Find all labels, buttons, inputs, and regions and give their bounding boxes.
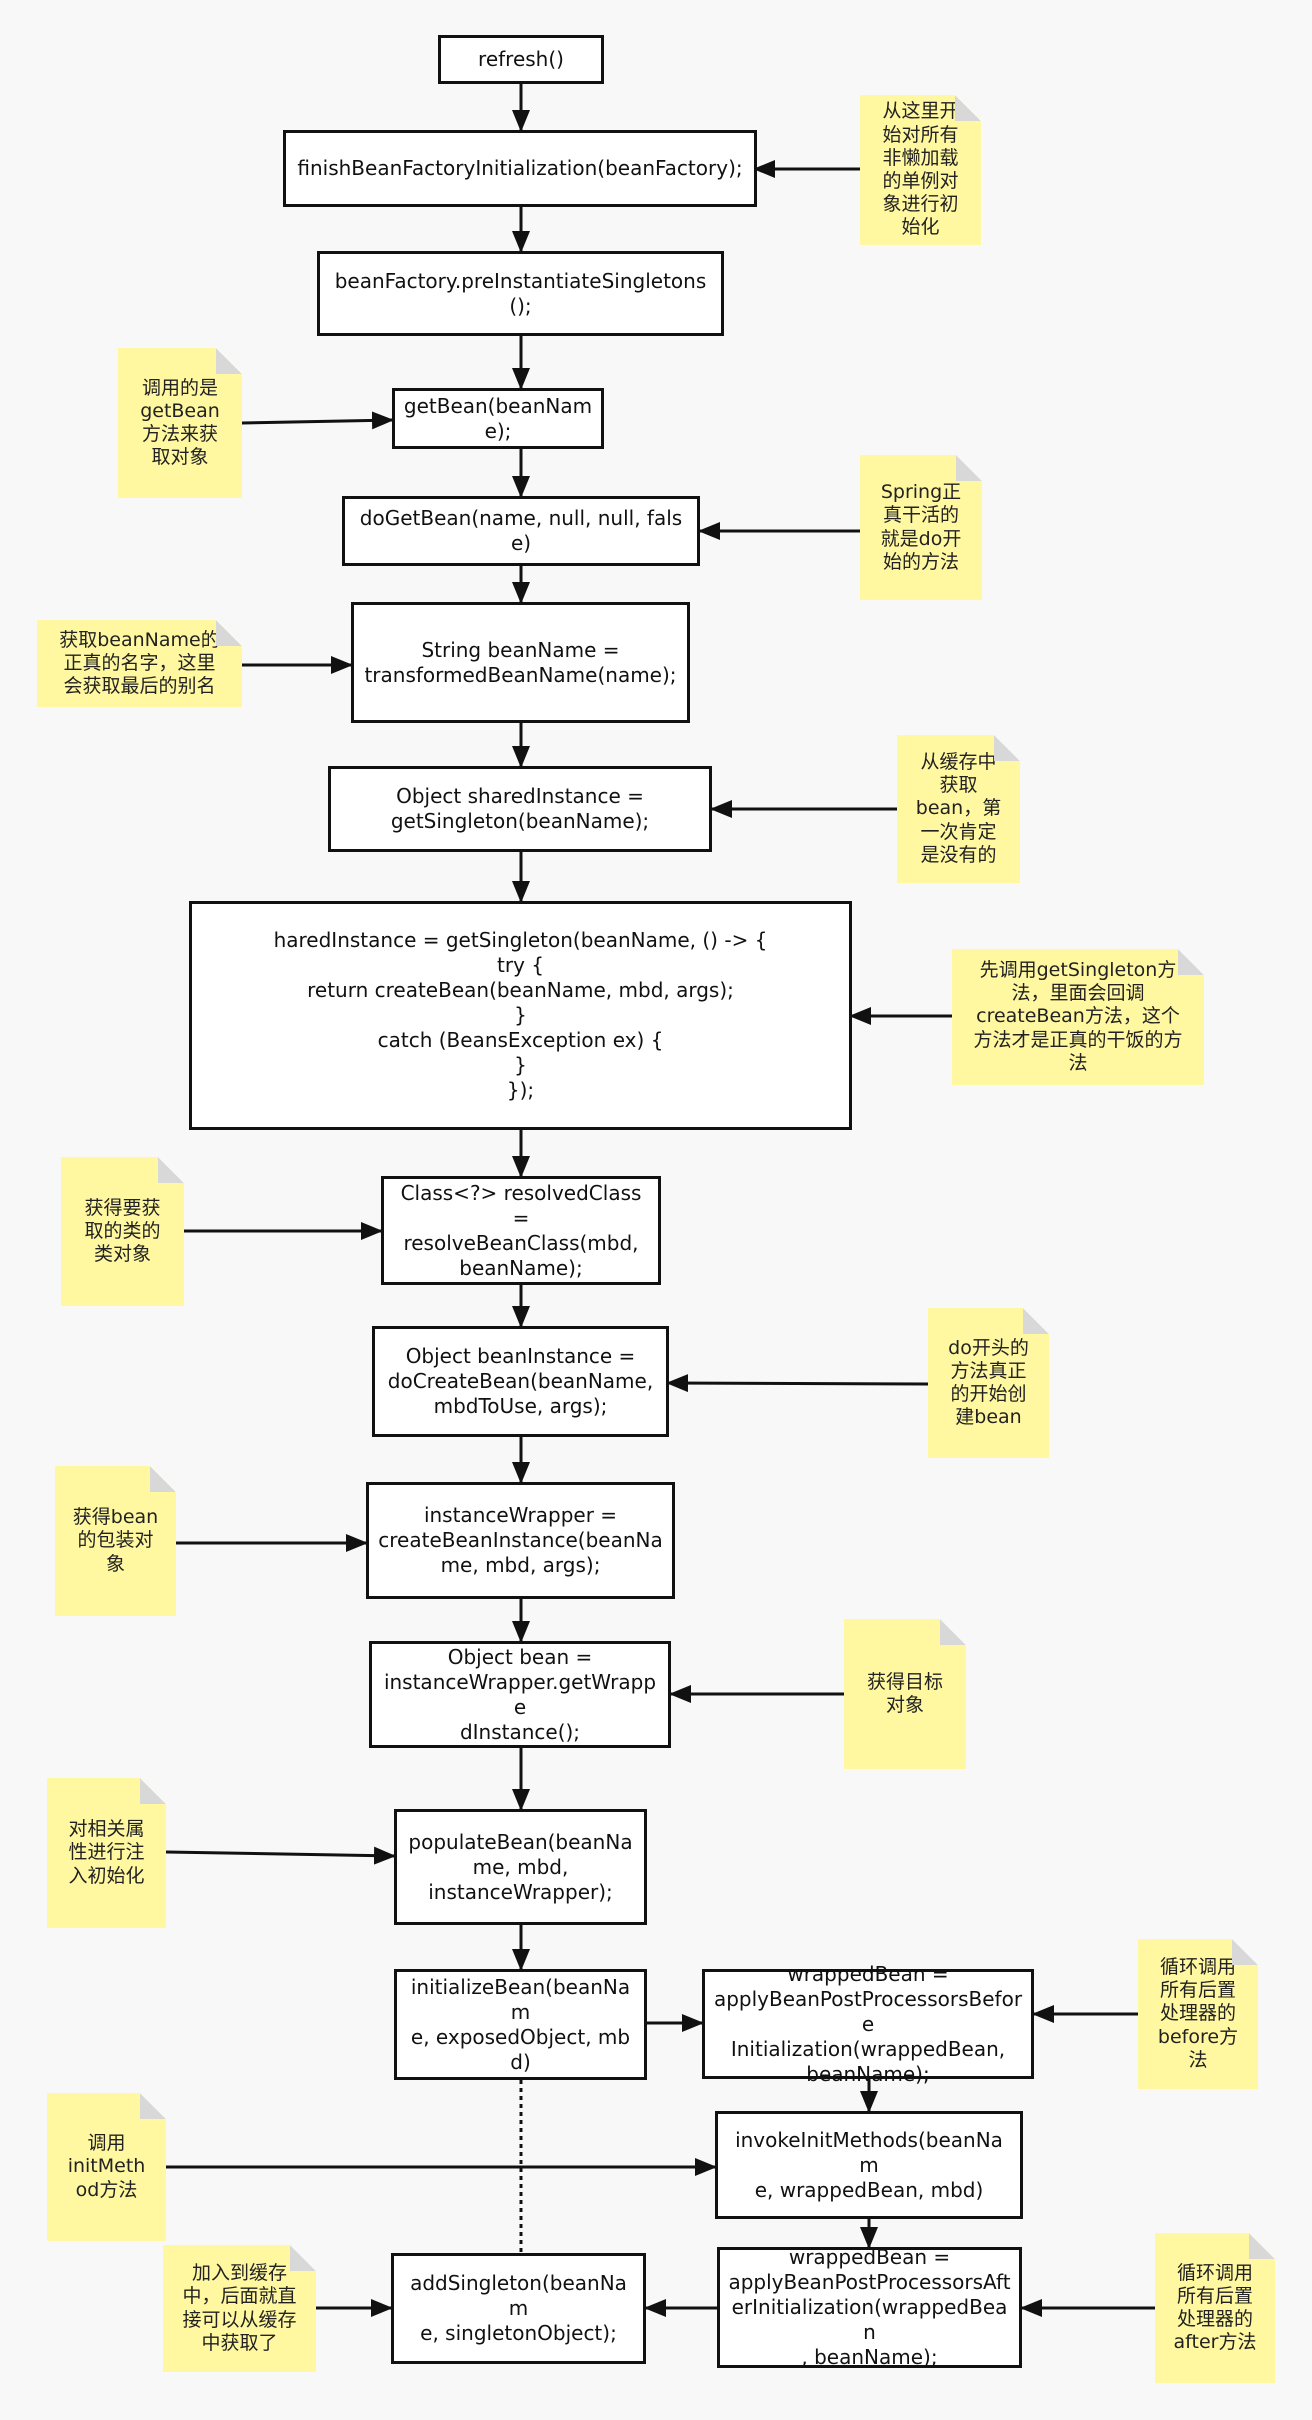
note-do-create: do开头的 方法真正 的开始创 建bean [928,1308,1049,1458]
node-resolve-bean-class: Class<?> resolvedClass = resolveBeanClas… [381,1176,661,1285]
node-do-get-bean: doGetBean(name, null, null, false) [342,496,700,566]
node-before-initialization: wrappedBean = applyBeanPostProcessorsBef… [702,1962,1034,2086]
note-init-all-singletons: 从这里开 始对所有 非懒加载 的单例对 象进行初 始化 [860,95,981,245]
note-class-object: 获得要获 取的类的 类对象 [61,1157,184,1306]
node-get-bean: getBean(beanName); [392,388,604,449]
node-do-create-bean: Object beanInstance = doCreateBean(beanN… [372,1326,669,1437]
note-from-cache: 从缓存中 获取 bean，第 一次肯定 是没有的 [897,735,1020,883]
note-get-singleton-first: 先调用getSingleton方 法，里面会回调 createBean方法，这个… [952,949,1204,1085]
node-initialize-bean: initializeBean(beanNam e, exposedObject,… [394,1969,647,2080]
node-invoke-init-methods: invokeInitMethods(beanNam e, wrappedBean… [715,2111,1023,2219]
node-finish-bean-factory-initialization: finishBeanFactoryInitialization(beanFact… [283,130,757,207]
note-add-to-cache: 加入到缓存 中，后面就直 接可以从缓存 中获取了 [163,2245,316,2372]
node-pre-instantiate-singletons: beanFactory.preInstantiateSingletons(); [317,251,724,336]
note-post-processors-before: 循环调用 所有后置 处理器的 before方 法 [1138,1939,1258,2089]
node-get-wrapped-instance: Object bean = instanceWrapper.getWrappe … [369,1641,671,1748]
node-transformed-bean-name: String beanName = transformedBeanName(na… [351,602,690,723]
note-arrow [666,1374,929,1393]
note-real-bean-name: 获取beanName的 正真的名字，这里 会获取最后的别名 [37,620,242,707]
node-create-bean-instance: instanceWrapper = createBeanInstance(bea… [366,1482,675,1599]
node-shared-instance: Object sharedInstance = getSingleton(bea… [328,766,712,852]
note-populate-properties: 对相关属 性进行注 入初始化 [47,1778,166,1928]
note-target-object: 获得目标 对象 [844,1619,966,1769]
note-init-method: 调用 initMeth od方法 [47,2093,166,2241]
note-do-methods-work: Spring正 真干活的 就是do开 始的方法 [860,455,982,600]
note-calls-getbean: 调用的是 getBean 方法来获 取对象 [118,348,242,498]
node-refresh: refresh() [438,35,604,84]
node-after-initialization: wrappedBean = applyBeanPostProcessorsAft… [717,2245,1022,2369]
note-arrow [165,1846,396,1865]
note-arrow [241,411,394,430]
node-add-singleton: addSingleton(beanNam e, singletonObject)… [391,2253,646,2364]
node-get-singleton-lambda: haredInstance = getSingleton(beanName, (… [189,901,852,1130]
note-bean-wrapper: 获得bean 的包装对 象 [55,1466,176,1616]
note-post-processors-after: 循环调用 所有后置 处理器的 after方法 [1155,2233,1275,2383]
node-populate-bean: populateBean(beanNa me, mbd, instanceWra… [394,1809,647,1925]
